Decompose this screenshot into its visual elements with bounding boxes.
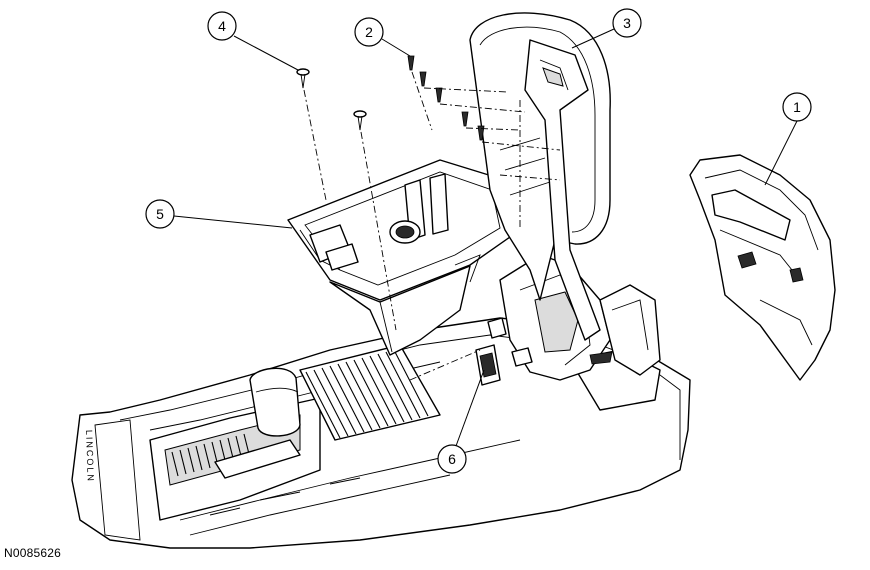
callout-2: 2: [354, 17, 411, 57]
callout-number: 1: [793, 99, 801, 115]
callout-number: 5: [156, 206, 164, 222]
callout-number: 3: [623, 15, 631, 31]
screw-icon: [296, 68, 310, 89]
screw-fasteners: [296, 55, 485, 141]
callout-3: 3: [571, 8, 642, 49]
callout-4: 4: [207, 11, 299, 71]
armrest-lid: [469, 12, 611, 341]
callout-number: 2: [365, 24, 373, 40]
callout-6: 6: [437, 369, 485, 474]
console-badge-text: LINCOLN: [84, 430, 96, 483]
screw-icon: [353, 110, 367, 131]
gear-shifter: [214, 367, 301, 479]
callout-1: 1: [764, 92, 812, 186]
power-outlet-icon: [389, 220, 421, 244]
screw-icon: [407, 55, 415, 71]
callout-number: 6: [448, 451, 456, 467]
roll-top-cover-grille: [299, 344, 441, 441]
screw-icon: [435, 87, 443, 103]
storage-bin: [287, 159, 521, 356]
figure-id-label: N0085626: [4, 546, 61, 560]
callout-number: 4: [218, 18, 226, 34]
rear-trim-panel: [689, 154, 836, 381]
screw-icon: [419, 71, 427, 87]
screw-icon: [477, 125, 485, 141]
assembly-center-lines: [303, 71, 561, 381]
callout-5: 5: [145, 199, 293, 229]
screw-icon: [461, 111, 469, 127]
armrest-hinge-bracket: [499, 254, 661, 381]
